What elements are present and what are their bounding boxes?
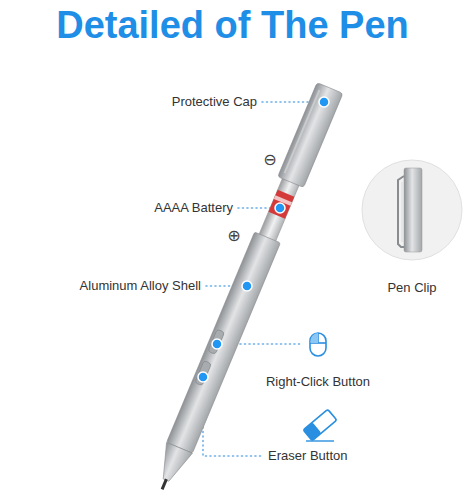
part-label: Right-Click Button bbox=[266, 374, 370, 390]
polarity-symbol: ⊖ bbox=[263, 150, 276, 169]
part-label: Protective Cap bbox=[172, 94, 257, 110]
polarity-symbol: ⊕ bbox=[227, 226, 240, 245]
part-label: Eraser Button bbox=[268, 448, 348, 464]
pen-clip-inset bbox=[362, 160, 462, 260]
callout-dots bbox=[198, 97, 329, 382]
eraser-icon bbox=[303, 409, 337, 440]
part-label: Pen Clip bbox=[387, 280, 436, 296]
mouse-icon bbox=[310, 333, 326, 356]
page-title: Detailed of The Pen bbox=[0, 4, 465, 47]
part-label: Aluminum Alloy Shell bbox=[80, 278, 201, 294]
eraser-base bbox=[306, 440, 334, 441]
part-label: AAAA Battery bbox=[154, 200, 233, 216]
